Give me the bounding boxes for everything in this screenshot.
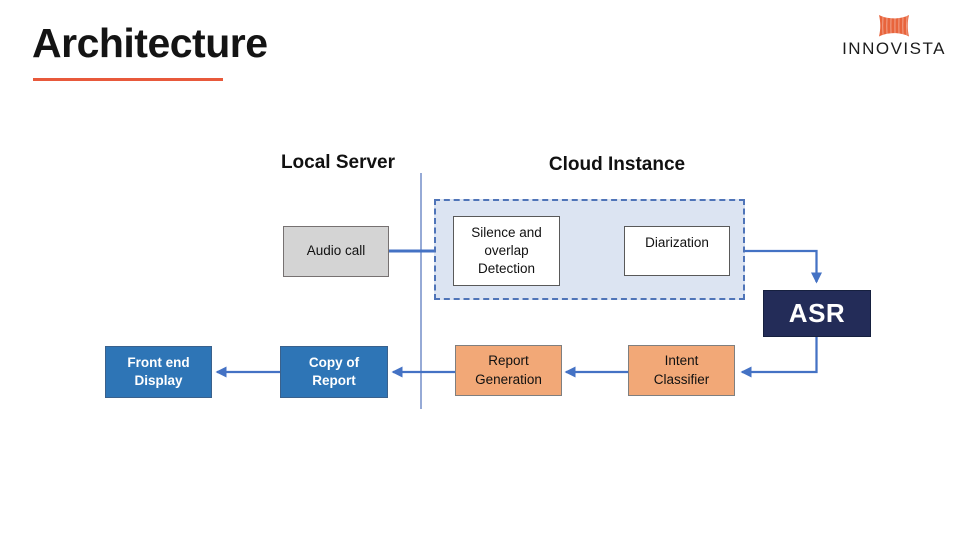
- node-diarization: Diarization: [624, 226, 730, 276]
- logo-text: INNOVISTA: [842, 39, 946, 58]
- connector-asr-to-intent-classifier: [740, 337, 818, 378]
- node-audio-call: Audio call: [283, 226, 389, 277]
- zone-label-cloud-instance: Cloud Instance: [548, 154, 686, 175]
- page-title: Architecture: [32, 20, 268, 66]
- logo: INNOVISTA: [834, 12, 954, 58]
- zone-label-local-server: Local Server: [280, 152, 396, 173]
- title-underline: [33, 78, 223, 81]
- node-report-generation: Report Generation: [455, 345, 562, 396]
- zone-divider-line: [420, 173, 422, 409]
- node-silence-overlap-detection: Silence and overlap Detection: [453, 216, 560, 286]
- node-copy-of-report: Copy of Report: [280, 346, 388, 398]
- connector-diarization-to-asr: [745, 249, 822, 284]
- node-front-end-display: Front end Display: [105, 346, 212, 398]
- node-intent-classifier: Intent Classifier: [628, 345, 735, 396]
- innovista-mark-icon: [879, 15, 909, 37]
- node-asr: ASR: [763, 290, 871, 337]
